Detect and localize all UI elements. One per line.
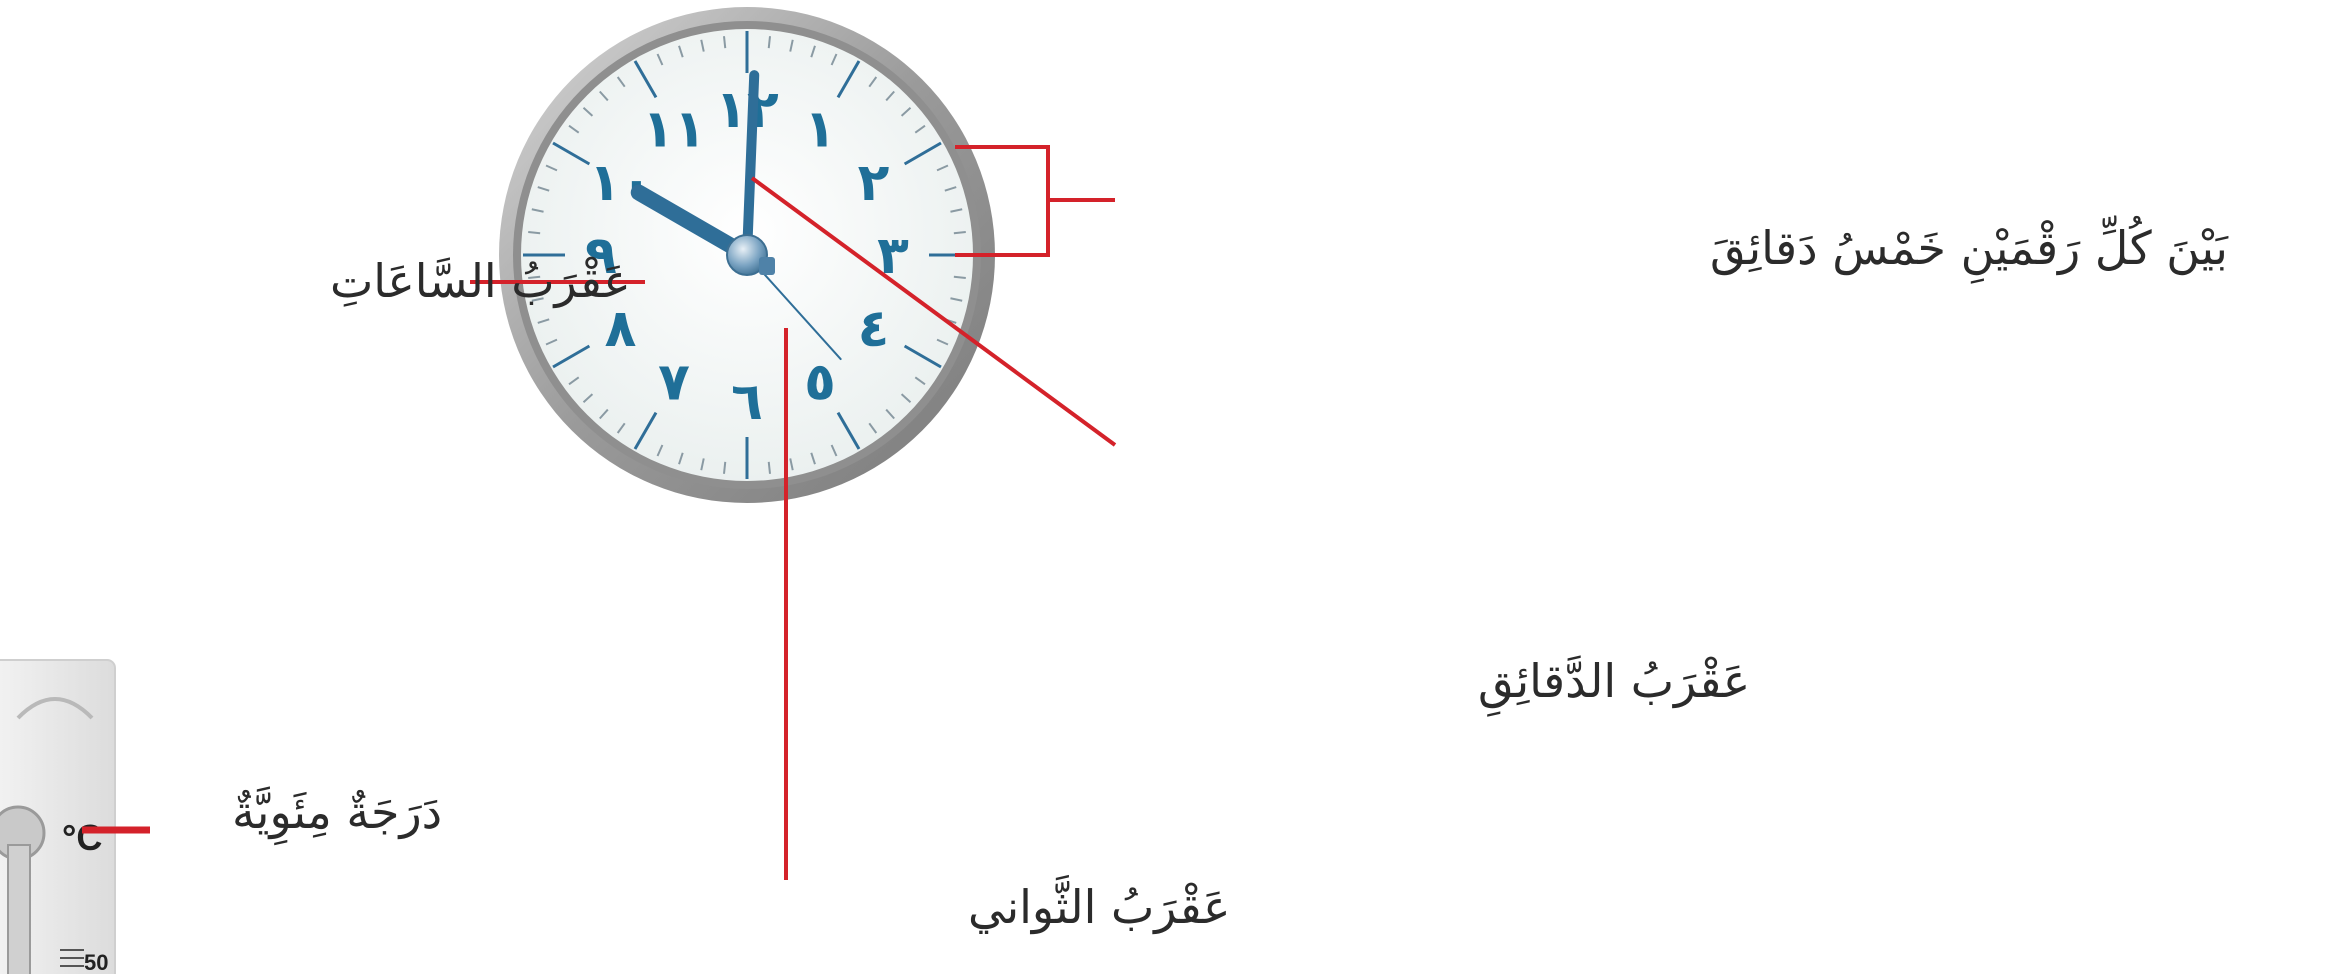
clock-numeral: ١ [804,100,836,160]
five-minutes-label: بَيْنَ كُلِّ رَقْمَيْنِ خَمْسُ دَقائِقَ [1710,225,2228,271]
celsius-unit: °C [62,817,102,858]
clock-numeral: ٣ [877,226,909,286]
minute-tick [724,36,725,48]
celsius-label: دَرَجَةٌ مِئَوِيَّةٌ [232,789,442,835]
clock-numeral: ٧ [658,352,690,412]
thermometer-tube [8,845,30,974]
minute-tick [528,232,540,233]
minute-tick [769,36,770,48]
clock-numeral: ٨ [605,299,637,359]
minute-tick [954,232,966,233]
clock-numeral: ٢ [858,153,890,213]
hour-hand-label: عَقْرَبُ السَّاعَاتِ [330,258,631,304]
minute-hand-label: عَقْرَبُ الدَّقائِقِ [1478,658,1750,704]
clock-hub-cap [759,257,775,275]
minute-tick [769,462,770,474]
minute-tick [724,462,725,474]
second-hand-label: عَقْرَبُ الثَّواني [968,884,1230,930]
thermometer: °C 50 [0,660,115,974]
clock-numeral: ٦ [731,372,763,432]
clock-numeral: ١١ [642,100,705,160]
clock-numeral: ٥ [804,352,836,412]
thermometer-tick-label: 50 [84,950,108,974]
clock-numeral: ٤ [858,299,890,359]
minute-tick [954,277,966,278]
